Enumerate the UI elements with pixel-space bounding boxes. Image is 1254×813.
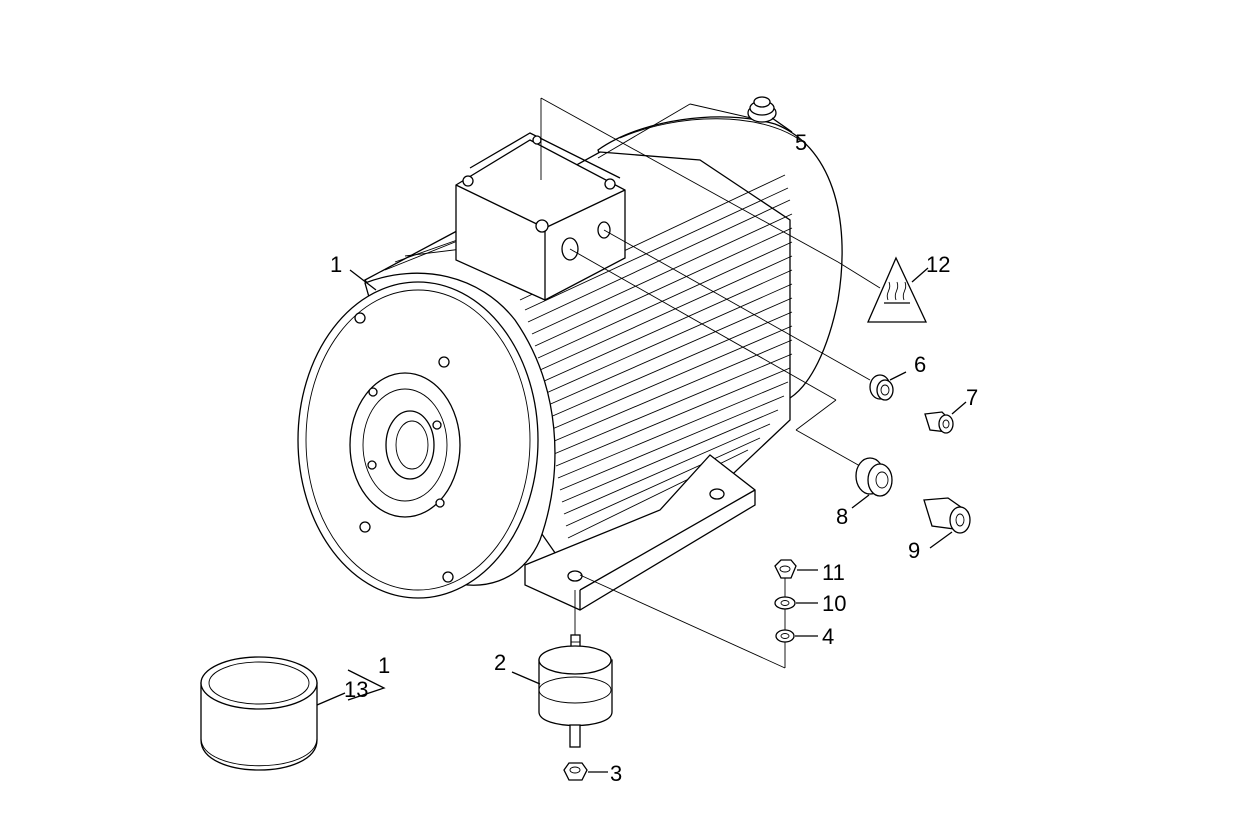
callout-1: 1 bbox=[330, 252, 342, 277]
callout-1-ring-ref: 1 bbox=[378, 653, 390, 678]
nut-bottom: 3 bbox=[563, 761, 622, 786]
callout-12: 12 bbox=[926, 252, 950, 277]
terminal-box bbox=[455, 132, 626, 301]
motor-foot bbox=[524, 454, 756, 611]
protective-ring: 13 1 bbox=[200, 653, 390, 771]
cable-gland-small: 7 bbox=[924, 385, 978, 434]
reducer-large: 8 bbox=[836, 457, 893, 529]
motor-assembly: 1 bbox=[297, 116, 843, 611]
nut-part: 11 bbox=[774, 559, 845, 585]
callout-2: 2 bbox=[494, 650, 506, 675]
reducer-small: 6 bbox=[869, 352, 926, 401]
plug-part: 5 bbox=[747, 96, 807, 155]
callout-5: 5 bbox=[795, 130, 807, 155]
warning-label: 12 bbox=[867, 252, 950, 323]
front-flange bbox=[297, 272, 556, 599]
cooling-fins bbox=[384, 174, 793, 539]
callout-6: 6 bbox=[914, 352, 926, 377]
callout-11: 11 bbox=[822, 560, 845, 585]
callout-3: 3 bbox=[610, 761, 622, 786]
washer-part: 4 bbox=[775, 624, 834, 649]
cable-gland-large: 9 bbox=[908, 497, 971, 563]
callout-8: 8 bbox=[836, 504, 848, 529]
callout-7: 7 bbox=[966, 385, 978, 410]
callout-13: 13 bbox=[344, 677, 368, 702]
callout-10: 10 bbox=[822, 591, 846, 616]
rubber-mount: 2 bbox=[494, 634, 613, 748]
assembly-lines bbox=[540, 97, 881, 669]
callout-9: 9 bbox=[908, 538, 920, 563]
callout-4: 4 bbox=[822, 624, 834, 649]
lock-washer-part: 10 bbox=[774, 591, 846, 616]
